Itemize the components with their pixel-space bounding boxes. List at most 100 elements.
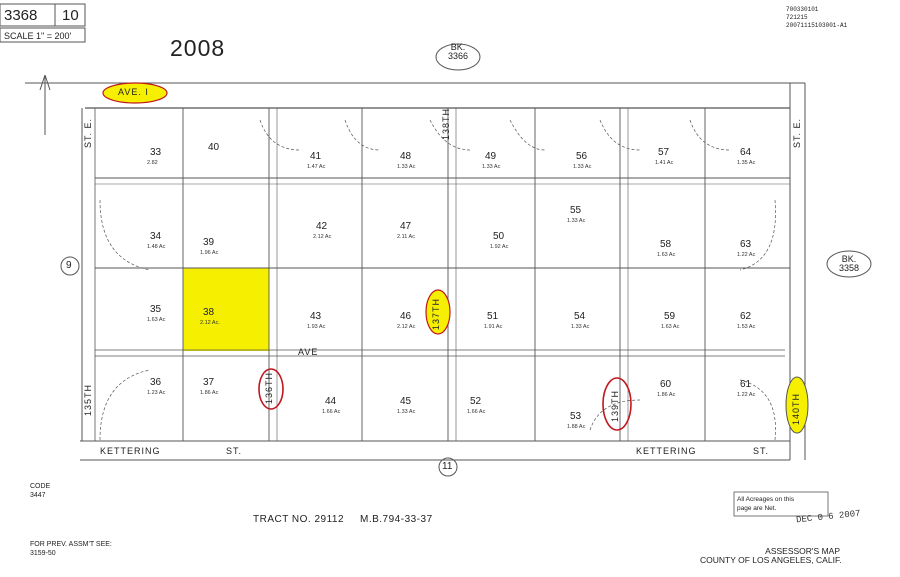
- adjacent-page-left[interactable]: 9: [66, 260, 72, 271]
- lot-number-54[interactable]: 54: [574, 311, 586, 322]
- lot-number-62[interactable]: 62: [740, 311, 752, 322]
- lot-number-37[interactable]: 37: [203, 377, 215, 388]
- street-st-left: ST.: [226, 446, 243, 456]
- lot-acreage-58: 1.63 Ac: [657, 252, 676, 258]
- lot-number-41[interactable]: 41: [310, 151, 322, 162]
- scale-label: SCALE 1" = 200': [4, 31, 72, 41]
- lot-number-63[interactable]: 63: [740, 239, 752, 250]
- book-ref-top[interactable]: BK.3366: [447, 42, 469, 61]
- lot-acreage-44: 1.66 Ac: [322, 409, 341, 415]
- lot-acreage-52: 1.66 Ac: [467, 409, 486, 415]
- lot-number-64[interactable]: 64: [740, 147, 752, 158]
- street-136th: 136TH: [264, 371, 274, 404]
- st-139-circle: [602, 377, 632, 431]
- st-136-circle: [258, 368, 284, 410]
- st-140-highlight: [785, 376, 809, 434]
- street-st-right: ST.: [753, 446, 770, 456]
- lot-acreage-63: 1.22 Ac: [737, 252, 756, 258]
- lot-number-59[interactable]: 59: [664, 311, 676, 322]
- lot-number-39[interactable]: 39: [203, 237, 215, 248]
- lot-number-58[interactable]: 58: [660, 239, 672, 250]
- street-kettering-left: KETTERING: [100, 446, 161, 456]
- lot-number-48[interactable]: 48: [400, 151, 412, 162]
- street-137th: 137TH: [431, 297, 441, 330]
- lot-number-43[interactable]: 43: [310, 311, 322, 322]
- lot-acreage-46: 2.12 Ac: [397, 324, 416, 330]
- lot-acreage-54: 1.33 Ac: [571, 324, 590, 330]
- lot-number-33[interactable]: 33: [150, 147, 162, 158]
- adjacent-page-bottom[interactable]: 11: [442, 461, 453, 472]
- lot-acreage-60: 1.86 Ac: [657, 392, 676, 398]
- lot-number-40[interactable]: 40: [208, 142, 220, 153]
- lot-acreage-51: 1.91 Ac: [484, 324, 503, 330]
- street-kettering-right: KETTERING: [636, 446, 697, 456]
- lot-acreage-34: 1.48 Ac: [147, 244, 166, 250]
- lot-acreage-36: 1.23 Ac: [147, 390, 166, 396]
- lot-acreage-42: 2.12 Ac: [313, 234, 332, 240]
- lot-number-53[interactable]: 53: [570, 411, 582, 422]
- lot-number-42[interactable]: 42: [316, 221, 328, 232]
- lot-number-45[interactable]: 45: [400, 396, 412, 407]
- lot-number-51[interactable]: 51: [487, 311, 499, 322]
- lot-number-35[interactable]: 35: [150, 304, 162, 315]
- lot-number-57[interactable]: 57: [658, 147, 670, 158]
- lot-acreage-37: 1.86 Ac: [200, 390, 219, 396]
- lot-number-56[interactable]: 56: [576, 151, 588, 162]
- lot-number-47[interactable]: 47: [400, 221, 412, 232]
- book-ref-right[interactable]: BK.3358: [838, 254, 860, 273]
- lot-acreage-59: 1.63 Ac: [661, 324, 680, 330]
- street-st-e-left: ST. E.: [83, 117, 93, 148]
- street-ave-middle: AVE: [298, 347, 319, 357]
- lot-acreage-56: 1.33 Ac: [573, 164, 592, 170]
- lot-acreage-64: 1.35 Ac: [737, 160, 756, 166]
- lot-number-34[interactable]: 34: [150, 231, 162, 242]
- street-135th: 135TH: [83, 383, 93, 416]
- lot-number-55[interactable]: 55: [570, 205, 582, 216]
- st-137-highlight: [425, 289, 451, 335]
- street-ave-i: AVE. I: [118, 87, 149, 97]
- lot-number-36[interactable]: 36: [150, 377, 162, 388]
- lot-acreage-62: 1.53 Ac: [737, 324, 756, 330]
- lot-acreage-47: 2.11 Ac: [397, 234, 415, 240]
- street-st-e-right: ST. E.: [792, 117, 802, 148]
- map-year: 2008: [170, 35, 226, 61]
- lot-number-61[interactable]: 61: [740, 379, 752, 390]
- lot-acreage-41: 1.47 Ac: [307, 164, 326, 170]
- lot-acreage-43: 1.93 Ac: [307, 324, 326, 330]
- lot-acreage-49: 1.33 Ac: [482, 164, 501, 170]
- highlighted-lot-38: [183, 268, 269, 351]
- lot-acreage-50: 1.92 Ac: [490, 244, 509, 250]
- lot-number-49[interactable]: 49: [485, 151, 497, 162]
- ave-i-highlight: [102, 82, 168, 104]
- lot-number-38[interactable]: 38: [203, 307, 215, 318]
- lot-acreage-45: 1.33 Ac: [397, 409, 416, 415]
- lot-acreage-33: 2.82: [147, 160, 158, 166]
- lot-acreage-38: 2.12 Ac.: [200, 320, 220, 326]
- county-label: COUNTY OF LOS ANGELES, CALIF.: [700, 555, 842, 565]
- reference-numbers: 700330101 721215 20071115103001-A1: [786, 6, 848, 30]
- street-138th: 138TH: [441, 107, 451, 140]
- lot-acreage-61: 1.22 Ac: [737, 392, 756, 398]
- street-140th: 140TH: [791, 392, 801, 425]
- lot-acreage-39: 1.96 Ac: [200, 250, 219, 256]
- book-number: 3368: [4, 7, 38, 24]
- street-139th: 139TH: [610, 389, 620, 422]
- adjacent-page-left-circle: [60, 256, 80, 276]
- previous-assessment: FOR PREV. ASSM'T SEE:3159-50: [30, 541, 112, 558]
- lot-number-46[interactable]: 46: [400, 311, 412, 322]
- lot-acreage-48: 1.33 Ac: [397, 164, 416, 170]
- assessor-map-title: ASSESSOR'S MAP: [765, 546, 840, 556]
- adjacent-page-bottom-circle: [438, 457, 458, 477]
- lot-acreage-55: 1.33 Ac: [567, 218, 586, 224]
- lot-number-52[interactable]: 52: [470, 396, 482, 407]
- lot-acreage-53: 1.88 Ac: [567, 424, 586, 430]
- lot-number-50[interactable]: 50: [493, 231, 505, 242]
- page-number: 10: [62, 7, 79, 24]
- lot-number-44[interactable]: 44: [325, 396, 337, 407]
- lot-number-60[interactable]: 60: [660, 379, 672, 390]
- map-book-reference: M.B.794-33-37: [360, 514, 433, 525]
- tract-number: TRACT NO. 29112: [253, 514, 345, 525]
